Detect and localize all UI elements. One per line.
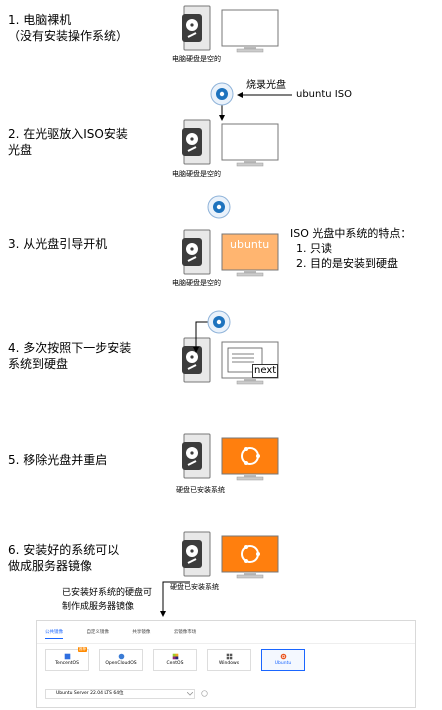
monitor-base [236,476,264,481]
chevron-down-icon [187,692,193,696]
screen-ubuntu-text: ubuntu [230,238,270,251]
monitor-base [236,162,264,167]
step-6-label: 6. 安装好的系统可以 做成服务器镜像 [8,543,120,573]
tab-public-image[interactable]: 公共镜像 [45,629,63,639]
caption-installed-1: 硬盘已安装系统 [176,486,225,494]
disc-icon-step-3 [207,195,231,219]
image-card-label: Ubuntu [274,661,292,666]
tab-custom-image[interactable]: 自定义镜像 [86,630,109,635]
monitor-stand [244,270,256,273]
computer-step-2 [182,119,279,167]
computer-step-3 [182,229,279,277]
monitor-stand [244,474,256,477]
step-5-label: 5. 移除光盘并重启 [8,453,108,467]
monitor [221,535,279,573]
monitor-stand [244,572,256,575]
image-card-label: OpenCloudOS [105,661,137,666]
image-card-label: Windows [218,661,240,666]
monitor-stand [244,46,256,49]
disc-icon-step-4 [207,310,231,334]
disc-icon-burn [210,82,234,106]
caption-empty-disk-1: 电脑硬盘是空的 [172,55,221,63]
opencloudos-icon [118,653,124,660]
caption-empty-disk-2: 电脑硬盘是空的 [172,170,221,178]
ubuntu-logo-icon [241,447,260,465]
features-item-2: 2. 目的是安装到硬盘 [296,257,398,270]
computer-step-1 [182,5,279,53]
features-item-1: 1. 只读 [296,242,332,255]
tab-shared-image[interactable]: 共享镜像 [132,630,151,635]
next-button: next [252,364,279,378]
monitor [221,437,279,475]
image-selection-panel: 公共镜像 自定义镜像 共享镜像 云镜像市场 推荐 TencentOS OpenC… [36,620,416,708]
step-4-label: 4. 多次按照下一步安装 系统到硬盘 [8,341,132,371]
monitor-stand [244,160,256,163]
computer-step-5 [182,433,279,481]
image-tabs: 公共镜像 自定义镜像 共享镜像 云镜像市场 [45,629,218,643]
version-select-value: Ubuntu Server 22.04 LTS 64位 [56,691,124,696]
monitor-base [236,48,264,53]
caption-installed-2: 硬盘已安装系统 [170,583,219,591]
tabs-divider [37,643,415,644]
monitor-base [236,380,264,385]
computer-step-6 [182,531,279,579]
image-note: 已安装好系统的硬盘可 制作成服务器镜像 [62,588,153,612]
image-card-label: TencentOS [55,661,79,666]
monitor [221,123,279,161]
image-card-ubuntu[interactable]: Ubuntu [261,649,305,671]
monitor-base [236,574,264,579]
help-icon[interactable] [201,690,208,697]
ubuntu-iso-label: ubuntu ISO [296,89,352,100]
recommend-badge: 推荐 [78,647,87,652]
centos-icon [172,653,178,660]
windows-icon [226,653,232,660]
image-card-tencentos[interactable]: 推荐 TencentOS [45,647,89,671]
ubuntu-icon [280,653,286,660]
tab-image-market[interactable]: 云镜像市场 [173,630,197,635]
burn-disc-label: 烧录光盘 [246,80,286,91]
image-card-label: CentOS [166,661,184,666]
image-card-centos[interactable]: CentOS [153,649,197,671]
version-select[interactable]: Ubuntu Server 22.04 LTS 64位 [45,689,195,699]
image-card-opencloudos[interactable]: OpenCloudOS [99,649,143,671]
tencentos-icon [64,653,70,660]
step-3-label: 3. 从光盘引导开机 [8,237,108,251]
features-title: ISO 光盘中系统的特点： [290,227,412,240]
caption-empty-disk-3: 电脑硬盘是空的 [172,279,221,287]
image-card-windows[interactable]: Windows [207,649,251,671]
ubuntu-logo-icon [241,545,260,563]
monitor-base [236,272,264,277]
step-1-label: 1. 电脑裸机 （没有安装操作系统） [8,13,129,43]
monitor-stand [244,378,256,381]
computer-step-4 [182,337,279,385]
step-2-label: 2. 在光驱放入ISO安装 光盘 [8,127,128,157]
monitor [221,9,279,47]
